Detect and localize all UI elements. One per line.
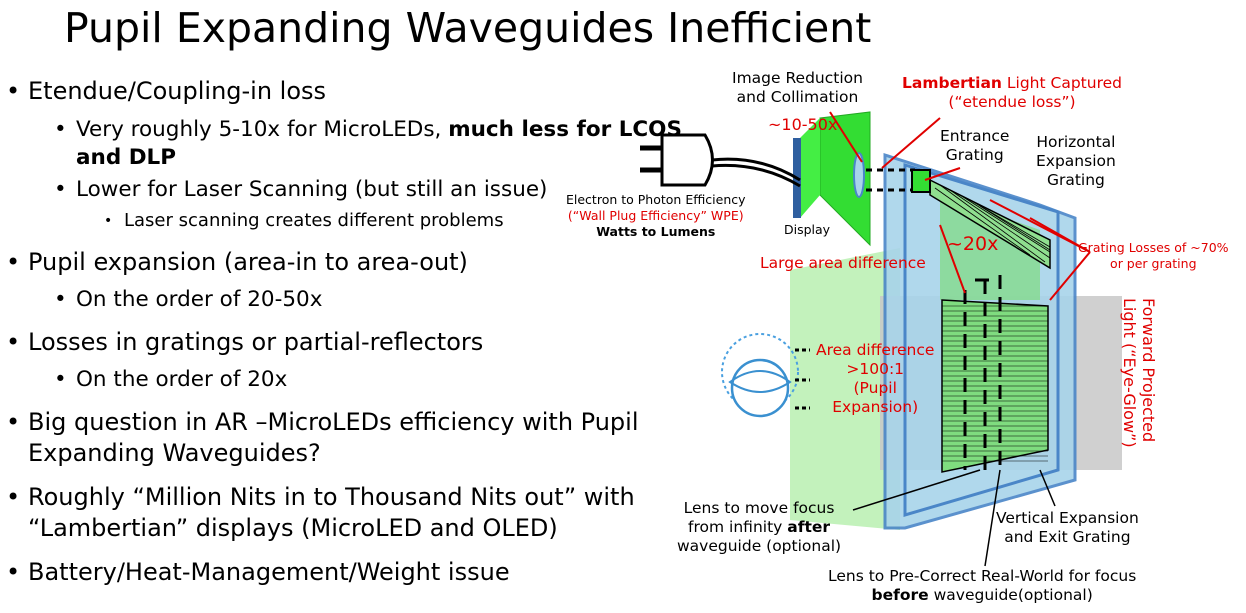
label-lambertian: Lambertian Light Captured (“etendue loss… xyxy=(902,74,1122,111)
slide-title: Pupil Expanding Waveguides Inefficient xyxy=(64,4,872,52)
label-display: Display xyxy=(784,222,831,237)
waveguide-front xyxy=(903,162,1060,518)
light-path-fill xyxy=(940,195,1040,300)
label-electron-photon: Electron to Photon Efficiency (“Wall Plu… xyxy=(566,192,746,239)
dashed-rays xyxy=(963,275,1002,470)
label-grating-losses: Grating Losses of ~70%or per grating xyxy=(1078,240,1229,271)
eye-light-cone xyxy=(790,248,900,530)
label-large-area: Large area difference xyxy=(760,254,926,272)
display-panel xyxy=(800,118,820,218)
label-ratio-10-50: ~10-50x xyxy=(768,115,838,134)
horizontal-grating-hatch xyxy=(934,184,1051,263)
label-ratio-20: ~20x xyxy=(947,233,999,255)
vertical-grating-lines xyxy=(942,305,1048,462)
label-lens-precorrect: Lens to Pre-Correct Real-World for focus… xyxy=(828,567,1137,604)
leader-lines xyxy=(852,469,1056,567)
power-plug-icon xyxy=(640,133,801,188)
entrance-rays xyxy=(866,168,915,192)
annotation-arrows xyxy=(829,111,1091,301)
collimation-lens xyxy=(853,152,865,198)
label-lens-move-focus: Lens to move focus from infinity after w… xyxy=(677,499,842,555)
eye-icon xyxy=(721,333,810,418)
entrance-grating xyxy=(911,169,931,193)
